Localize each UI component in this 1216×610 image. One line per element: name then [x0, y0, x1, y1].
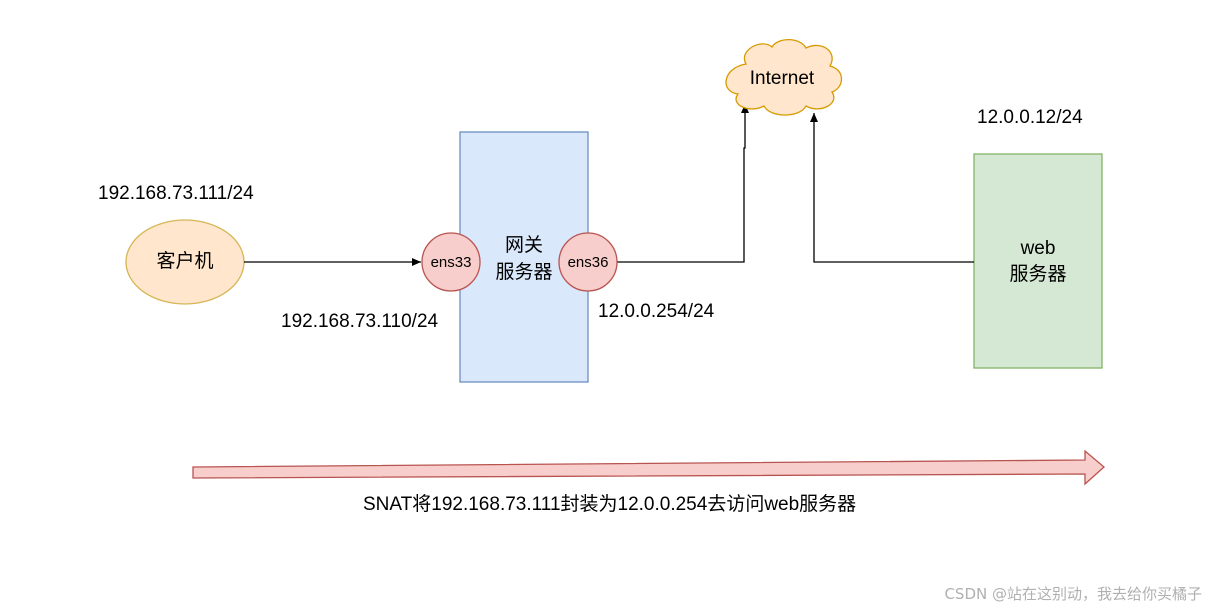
- web-label-line2: 服务器: [1009, 264, 1067, 285]
- web-server-box: [973, 153, 1103, 369]
- ens33-nic-circle: [421, 232, 481, 292]
- csdn-watermark: CSDN @站在这别动，我去给你买橘子: [944, 585, 1202, 603]
- client-label: 客户机: [156, 251, 214, 272]
- internet-label: Internet: [749, 68, 815, 89]
- ens36-nic-circle: [558, 232, 618, 292]
- client-ip-label: 192.168.73.111/24: [98, 183, 254, 204]
- snat-direction-arrow: [192, 449, 1105, 486]
- ens33-label: ens33: [430, 254, 472, 271]
- ens36-ip-label: 12.0.0.254/24: [598, 301, 715, 322]
- snat-caption: SNAT将192.168.73.111封装为12.0.0.254去访问web服务…: [363, 494, 857, 515]
- web-label-line1: web: [1020, 238, 1056, 259]
- gateway-label-line1: 网关: [504, 235, 543, 256]
- web-ip-label: 12.0.0.12/24: [977, 107, 1083, 128]
- internet-cloud: [725, 38, 843, 116]
- web-to-internet-connector: [810, 113, 974, 263]
- ens36-to-internet-connector: [617, 104, 749, 263]
- gateway-label-line2: 服务器: [495, 262, 553, 283]
- ens36-label: ens36: [567, 254, 609, 271]
- ens33-ip-label: 192.168.73.110/24: [281, 311, 439, 332]
